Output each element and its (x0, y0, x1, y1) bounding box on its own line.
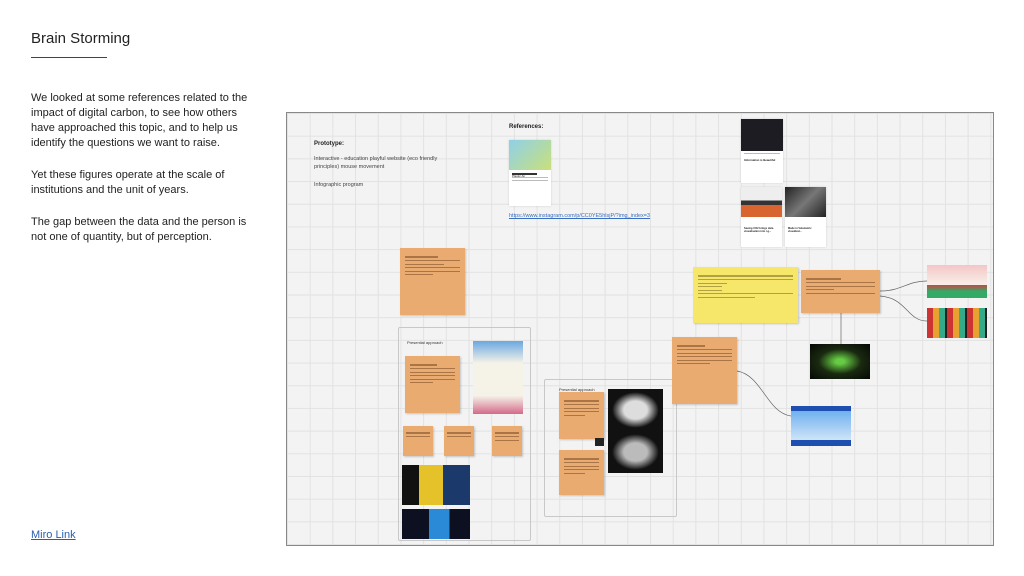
miro-link[interactable]: Miro Link (31, 529, 76, 541)
reference-card-plastic[interactable]: Plastic Air (509, 140, 551, 206)
frame-label: Presential approach (559, 387, 595, 392)
card-title: Seeing CO2 brings data visualisation int… (744, 227, 774, 233)
sticky-note[interactable] (801, 270, 880, 313)
card-title: Information is Beautiful (744, 158, 776, 162)
book-image (608, 431, 663, 473)
sticky-note[interactable] (403, 426, 433, 456)
frame-label: Presential approach (407, 340, 443, 345)
sticky-note[interactable] (559, 392, 604, 439)
presential-approach-frame[interactable]: Presential approach (398, 327, 531, 541)
sticky-note[interactable] (672, 337, 737, 404)
gap-paragraph: The gap between the data and the person … (31, 216, 247, 243)
yellow-sticky-note[interactable] (693, 267, 798, 323)
intro-paragraph: We looked at some references related to … (31, 92, 248, 149)
thumbnail-image (595, 438, 604, 446)
presential-approach-frame-2[interactable]: Presential approach (544, 379, 677, 517)
chart-image (402, 509, 470, 539)
slide-title: Brain Storming (31, 30, 131, 47)
reference-card-made-in[interactable]: Made in Volumetric visualizat... (785, 187, 826, 247)
sticky-note[interactable] (492, 426, 522, 456)
sticky-note[interactable] (559, 450, 604, 495)
reference-image (791, 406, 851, 446)
references-heading: References: (509, 124, 544, 130)
prototype-line: Interactive - education playful website … (314, 156, 438, 170)
book-image (608, 389, 663, 431)
reference-link[interactable]: https://www.instagram.com/p/CC0YE5hlsjP/… (509, 213, 651, 219)
reference-card-seeing-co2[interactable]: Seeing CO2 brings data visualisation int… (741, 187, 782, 247)
reference-image (927, 308, 987, 338)
card-title: Plastic Air (512, 174, 526, 178)
scale-paragraph: Yet these figures operate at the scale o… (31, 169, 225, 196)
reference-image (810, 344, 870, 379)
sticky-note[interactable] (400, 248, 465, 315)
card-title: Made in Volumetric visualizat... (788, 227, 812, 233)
miro-board-screenshot: Prototype: Interactive - education playf… (286, 112, 994, 546)
reference-image (927, 265, 987, 298)
connector-lines (736, 280, 928, 417)
infographic-image (402, 465, 470, 505)
sticky-note[interactable] (405, 356, 460, 413)
sticky-note[interactable] (444, 426, 474, 456)
rabies-poster-image (473, 341, 523, 414)
title-divider (31, 57, 107, 58)
prototype-line: Infographic program (314, 182, 364, 188)
reference-card-information-is-beautiful[interactable]: Information is Beautiful (741, 119, 783, 183)
prototype-heading: Prototype: (314, 141, 344, 147)
